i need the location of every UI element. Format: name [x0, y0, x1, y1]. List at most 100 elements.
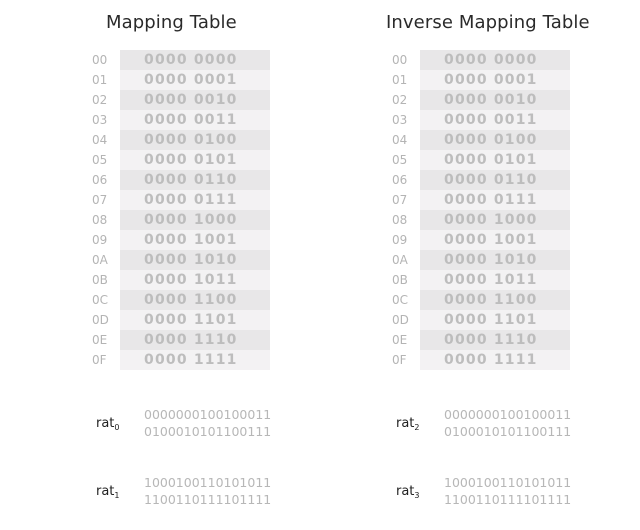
rat-bits-line: 1000100110101011	[444, 475, 572, 490]
rat-label: rat1	[96, 484, 120, 500]
table-row: 01 0000 0001	[92, 70, 270, 90]
table-row: 07 0000 0111	[392, 190, 570, 210]
rat-bits-line: 1000100110101011	[144, 475, 272, 490]
row-index: 0A	[392, 253, 408, 267]
row-value: 0000 1111	[120, 350, 270, 370]
rat-bits: 1000100110101011 1100110111101111	[144, 474, 271, 508]
row-index: 0C	[92, 293, 109, 307]
row-value: 0000 0101	[120, 150, 270, 170]
row-value: 0000 0100	[420, 130, 570, 150]
row-value: 0000 0101	[420, 150, 570, 170]
rat-bits: 1000100110101011 1100110111101111	[444, 474, 571, 508]
row-index: 0F	[392, 353, 407, 367]
row-index: 04	[92, 133, 108, 147]
row-value: 0000 1101	[120, 310, 270, 330]
row-index: 01	[92, 73, 108, 87]
row-index: 06	[92, 173, 108, 187]
rat-bits-line: 1100110111101111	[444, 492, 572, 507]
row-value: 0000 1000	[420, 210, 570, 230]
row-index: 01	[392, 73, 408, 87]
row-value: 0000 1000	[120, 210, 270, 230]
row-index: 0B	[392, 273, 408, 287]
table-row: 02 0000 0010	[92, 90, 270, 110]
rat-bits-line: 1100110111101111	[144, 492, 272, 507]
row-index: 02	[392, 93, 408, 107]
row-index: 00	[392, 53, 408, 67]
row-value: 0000 0001	[120, 70, 270, 90]
row-index: 03	[392, 113, 408, 127]
row-value: 0000 0010	[420, 90, 570, 110]
row-value: 0000 1110	[120, 330, 270, 350]
row-value: 0000 1100	[420, 290, 570, 310]
row-index: 07	[92, 193, 108, 207]
row-value: 0000 0001	[420, 70, 570, 90]
row-value: 0000 0011	[120, 110, 270, 130]
row-value: 0000 1011	[420, 270, 570, 290]
row-index: 0E	[92, 333, 108, 347]
row-index: 00	[92, 53, 108, 67]
table-row: 0E 0000 1110	[92, 330, 270, 350]
table-row: 0A 0000 1010	[392, 250, 570, 270]
rat-bits-line: 0100010101100111	[144, 424, 272, 439]
row-value: 0000 1011	[120, 270, 270, 290]
row-index: 0B	[92, 273, 108, 287]
table-row: 0B 0000 1011	[392, 270, 570, 290]
table-row: 0F 0000 1111	[92, 350, 270, 370]
row-value: 0000 1010	[420, 250, 570, 270]
rat-label: rat2	[396, 416, 420, 432]
row-index: 0D	[392, 313, 409, 327]
row-index: 02	[92, 93, 108, 107]
table-row: 01 0000 0001	[392, 70, 570, 90]
row-index: 04	[392, 133, 408, 147]
row-value: 0000 0111	[120, 190, 270, 210]
row-index: 0F	[92, 353, 107, 367]
row-value: 0000 0111	[420, 190, 570, 210]
row-value: 0000 0011	[420, 110, 570, 130]
rat-bits: 0000000100100011 0100010101100111	[144, 406, 271, 440]
table-row: 0A 0000 1010	[92, 250, 270, 270]
rat-label: rat0	[96, 416, 120, 432]
table-row: 03 0000 0011	[392, 110, 570, 130]
rat-label: rat3	[396, 484, 420, 500]
row-index: 0A	[92, 253, 108, 267]
row-value: 0000 1101	[420, 310, 570, 330]
row-index: 0C	[392, 293, 409, 307]
table-row: 09 0000 1001	[392, 230, 570, 250]
row-value: 0000 0010	[120, 90, 270, 110]
row-index: 06	[392, 173, 408, 187]
row-index: 09	[392, 233, 408, 247]
rat-bits-line: 0100010101100111	[444, 424, 572, 439]
row-value: 0000 0110	[420, 170, 570, 190]
rat-bits: 0000000100100011 0100010101100111	[444, 406, 571, 440]
rat-bits-line: 0000000100100011	[444, 407, 572, 422]
row-value: 0000 0000	[120, 50, 270, 70]
inverse-mapping-table-title: Inverse Mapping Table	[386, 12, 590, 33]
table-row: 00 0000 0000	[92, 50, 270, 70]
table-row: 04 0000 0100	[92, 130, 270, 150]
row-value: 0000 1001	[420, 230, 570, 250]
table-row: 06 0000 0110	[392, 170, 570, 190]
row-value: 0000 1111	[420, 350, 570, 370]
row-index: 07	[392, 193, 408, 207]
table-row: 0F 0000 1111	[392, 350, 570, 370]
row-value: 0000 1001	[120, 230, 270, 250]
row-value: 0000 0100	[120, 130, 270, 150]
table-row: 02 0000 0010	[392, 90, 570, 110]
row-value: 0000 1010	[120, 250, 270, 270]
row-index: 05	[92, 153, 108, 167]
row-value: 0000 1110	[420, 330, 570, 350]
table-row: 0C 0000 1100	[392, 290, 570, 310]
